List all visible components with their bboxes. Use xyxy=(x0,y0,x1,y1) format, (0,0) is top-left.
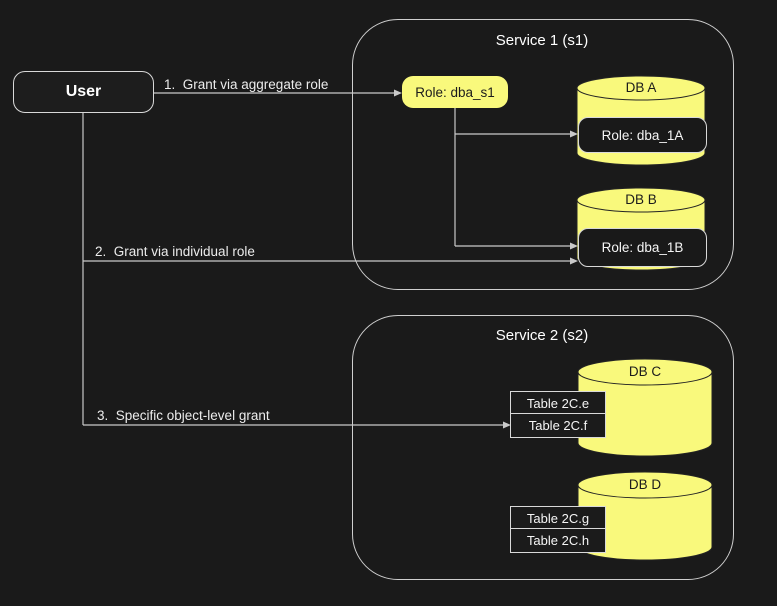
db-a-label: DB A xyxy=(625,80,657,95)
role-dba-1b-node: Role: dba_1B xyxy=(578,228,707,267)
db-c-label: DB C xyxy=(628,364,662,379)
service2-container xyxy=(352,315,734,580)
table-2cf-node: Table 2C.f xyxy=(510,413,606,438)
aggregate-role-label: Role: dba_s1 xyxy=(415,84,495,100)
db-d-label: DB D xyxy=(628,477,662,492)
db-d-cylinder-top xyxy=(577,471,713,499)
edge2-label: 2. Grant via individual role xyxy=(95,244,255,259)
user-node: User xyxy=(13,71,154,113)
db-b-label: DB B xyxy=(625,192,657,207)
db-c-cylinder xyxy=(577,358,713,457)
role-dba-1a-node: Role: dba_1A xyxy=(578,117,707,153)
aggregate-role-node: Role: dba_s1 xyxy=(402,76,508,108)
edge3-arrowhead xyxy=(503,421,511,429)
service1-container xyxy=(352,19,734,290)
user-node-label: User xyxy=(65,83,102,100)
role-dba-1b-label: Role: dba_1B xyxy=(601,240,684,255)
db-c-cylinder-top xyxy=(577,358,713,386)
aggregate-to-dba1a-arrowhead xyxy=(570,130,578,138)
db-b-cylinder-top xyxy=(576,187,706,213)
table-2ch-node: Table 2C.h xyxy=(510,528,606,553)
aggregate-to-dba1b-arrowhead xyxy=(570,242,578,250)
role-dba-1a-label: Role: dba_1A xyxy=(601,127,684,143)
edge2-arrowhead xyxy=(570,257,578,265)
db-a-cylinder-top xyxy=(576,75,706,101)
db-c-cylinder-body xyxy=(577,372,713,457)
edge1-arrowhead xyxy=(394,89,402,97)
edge1-label: 1. Grant via aggregate role xyxy=(164,77,329,92)
edge3-label: 3. Specific object-level grant xyxy=(97,408,270,423)
table-2cg-node: Table 2C.g xyxy=(510,506,606,531)
service1-title: Service 1 (s1) xyxy=(495,32,589,49)
db-d-cylinder xyxy=(577,471,713,561)
service2-title: Service 2 (s2) xyxy=(495,327,589,344)
